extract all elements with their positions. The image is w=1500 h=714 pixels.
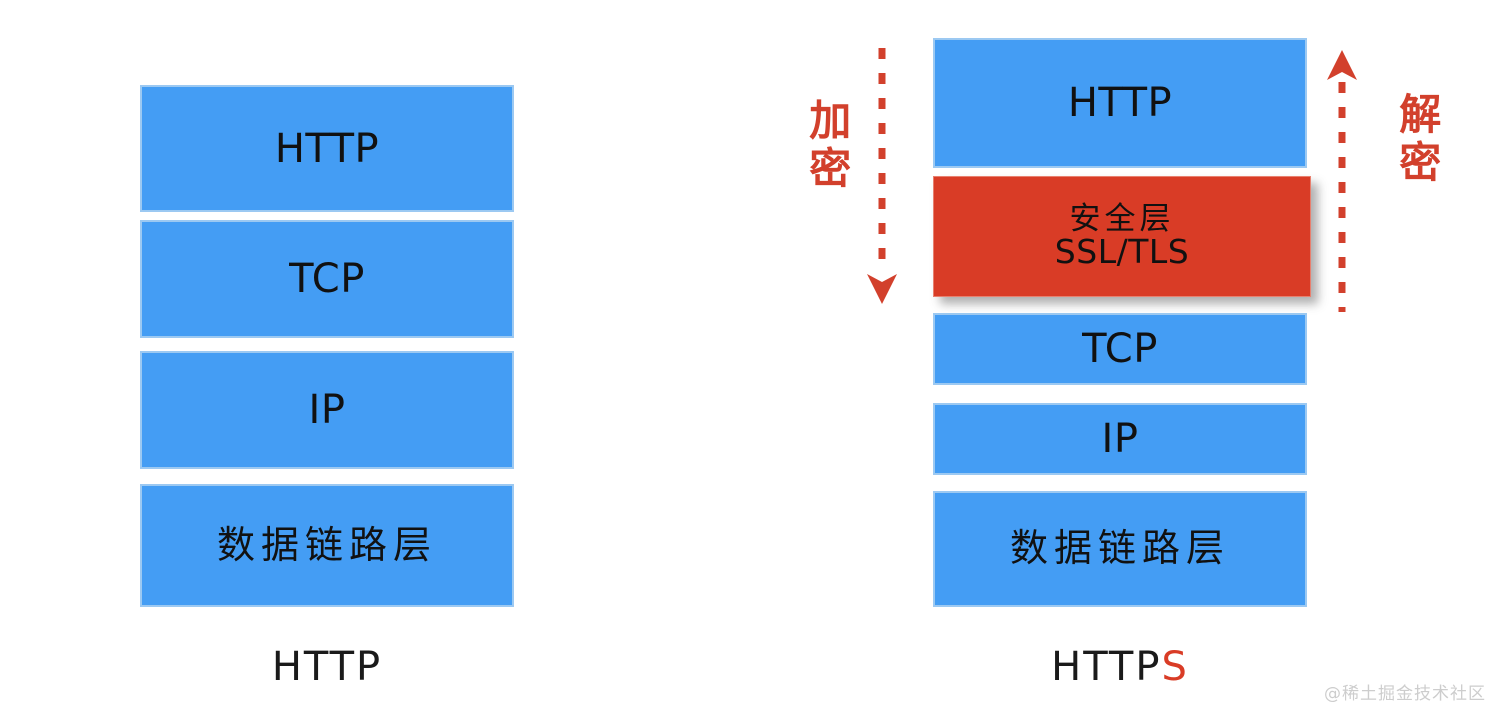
left-layer-datalink: 数据链路层 bbox=[140, 484, 514, 607]
right-layer-security-sublabel: SSL/TLS bbox=[1054, 232, 1190, 272]
left-stack-caption: HTTP bbox=[140, 644, 514, 690]
decrypt-label-text: 解密 bbox=[1392, 92, 1442, 188]
right-layer-ip: IP bbox=[933, 403, 1307, 475]
left-layer-http: HTTP bbox=[140, 85, 514, 212]
right-layer-datalink: 数据链路层 bbox=[933, 491, 1307, 607]
left-stack-caption-text: HTTP bbox=[271, 644, 383, 690]
right-layer-tcp-label: TCP bbox=[1082, 326, 1158, 372]
left-layer-tcp-label: TCP bbox=[289, 256, 365, 302]
right-layer-http: HTTP bbox=[933, 38, 1307, 168]
right-layer-security: 安全层 SSL/TLS bbox=[933, 176, 1311, 297]
right-stack-caption-text: HTTP bbox=[1051, 644, 1162, 690]
right-layer-datalink-label: 数据链路层 bbox=[1009, 526, 1230, 571]
left-layer-ip: IP bbox=[140, 351, 514, 469]
right-layer-http-label: HTTP bbox=[1067, 80, 1173, 126]
encrypt-label-text: 加密 bbox=[802, 98, 852, 194]
right-stack-caption-accent: S bbox=[1161, 644, 1189, 690]
encrypt-label: 加密 bbox=[800, 98, 854, 194]
left-layer-tcp: TCP bbox=[140, 220, 514, 338]
right-layer-security-label: 安全层 bbox=[1069, 200, 1175, 237]
right-layer-ip-label: IP bbox=[1101, 416, 1139, 462]
left-layer-http-label: HTTP bbox=[274, 125, 380, 172]
left-layer-ip-label: IP bbox=[308, 387, 346, 433]
right-stack-caption: HTTPS bbox=[933, 644, 1307, 690]
encrypt-arrow-icon bbox=[867, 48, 897, 304]
decrypt-label: 解密 bbox=[1390, 92, 1444, 188]
right-layer-tcp: TCP bbox=[933, 313, 1307, 385]
watermark: @稀土掘金技术社区 bbox=[1324, 684, 1486, 704]
left-layer-datalink-label: 数据链路层 bbox=[216, 522, 437, 567]
decrypt-arrow-icon bbox=[1327, 50, 1357, 312]
